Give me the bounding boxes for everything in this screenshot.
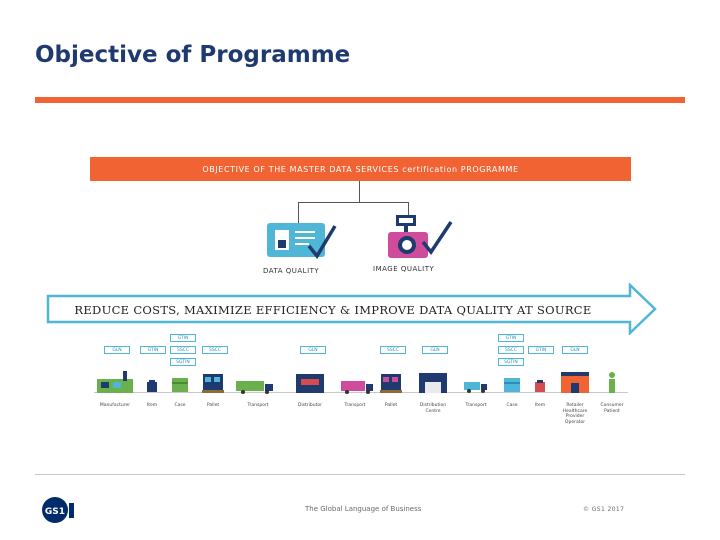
item-icon bbox=[147, 380, 157, 392]
step-label: Pallet bbox=[384, 403, 398, 408]
tag-sscc: SSCC bbox=[498, 346, 524, 354]
step-label: Transport bbox=[344, 403, 366, 408]
banner-arrow bbox=[46, 283, 657, 335]
truck-icon bbox=[236, 381, 273, 394]
item-icon bbox=[535, 380, 545, 392]
step-label: Item bbox=[146, 403, 158, 408]
banner-text: REDUCE COSTS, MAXIMIZE EFFICIENCY & IMPR… bbox=[74, 303, 592, 317]
distribution-centre-icon bbox=[419, 373, 447, 393]
step-label: Case bbox=[174, 403, 186, 408]
pallet-icon bbox=[202, 374, 224, 393]
data-quality-label: DATA QUALITY bbox=[263, 267, 320, 275]
tag-sscc: SSCC bbox=[380, 346, 406, 354]
tag-gtin: GTIN bbox=[140, 346, 166, 354]
step-label: Pallet bbox=[206, 403, 220, 408]
step-label: Item bbox=[534, 403, 546, 408]
case-icon bbox=[172, 378, 188, 392]
connector-right bbox=[408, 202, 409, 216]
connector-horizontal bbox=[298, 202, 409, 203]
step-label: Distributor bbox=[297, 403, 322, 408]
image-quality-icon bbox=[388, 215, 453, 258]
image-quality-label: IMAGE QUALITY bbox=[373, 265, 435, 273]
tag-gtin: GTIN bbox=[170, 334, 196, 342]
tag-gtin: GTIN bbox=[528, 346, 554, 354]
step-label: Manufacturer bbox=[99, 403, 131, 408]
footer-copyright: © GS1 2017 bbox=[583, 506, 625, 513]
data-quality-icon bbox=[267, 223, 337, 260]
tag-gln: GLN bbox=[300, 346, 326, 354]
tag-sscc: SSCC bbox=[202, 346, 228, 354]
tag-sgtin: SGTIN bbox=[498, 358, 524, 366]
title-divider bbox=[35, 97, 685, 103]
consumer-icon bbox=[609, 372, 615, 393]
footer-divider bbox=[35, 474, 685, 475]
tag-gln: GLN bbox=[562, 346, 588, 354]
distributor-icon bbox=[296, 374, 324, 393]
objective-text: OBJECTIVE OF THE MASTER DATA SERVICES ce… bbox=[202, 164, 519, 174]
gs1-logo-text: GS1 bbox=[45, 507, 65, 517]
factory-icon bbox=[97, 371, 133, 393]
tag-gln: GLN bbox=[422, 346, 448, 354]
pallet-icon bbox=[380, 374, 402, 393]
step-label: Retailer Healthcare Provider Operator bbox=[562, 403, 588, 425]
connector-left bbox=[298, 202, 299, 224]
retailer-icon bbox=[561, 372, 589, 393]
step-label: Case bbox=[506, 403, 518, 408]
truck-icon bbox=[341, 381, 373, 394]
truck-icon bbox=[464, 382, 487, 393]
supply-chain-baseline bbox=[94, 392, 628, 393]
case-icon bbox=[504, 378, 520, 392]
footer-tagline: The Global Language of Business bbox=[305, 505, 422, 513]
tag-sgtin: SGTIN bbox=[170, 358, 196, 366]
objective-banner: OBJECTIVE OF THE MASTER DATA SERVICES ce… bbox=[90, 157, 631, 181]
tag-gln: GLN bbox=[104, 346, 130, 354]
page-title: Objective of Programme bbox=[35, 42, 351, 68]
gs1-logo: GS1 bbox=[42, 497, 74, 523]
step-label: Transport bbox=[247, 403, 269, 408]
step-label: Transport bbox=[465, 403, 487, 408]
tag-sscc: SSCC bbox=[170, 346, 196, 354]
step-label: Distribution Centre bbox=[419, 403, 447, 414]
step-label: Consumer Patient bbox=[600, 403, 624, 414]
connector-trunk bbox=[359, 181, 360, 203]
tag-gtin: GTIN bbox=[498, 334, 524, 342]
